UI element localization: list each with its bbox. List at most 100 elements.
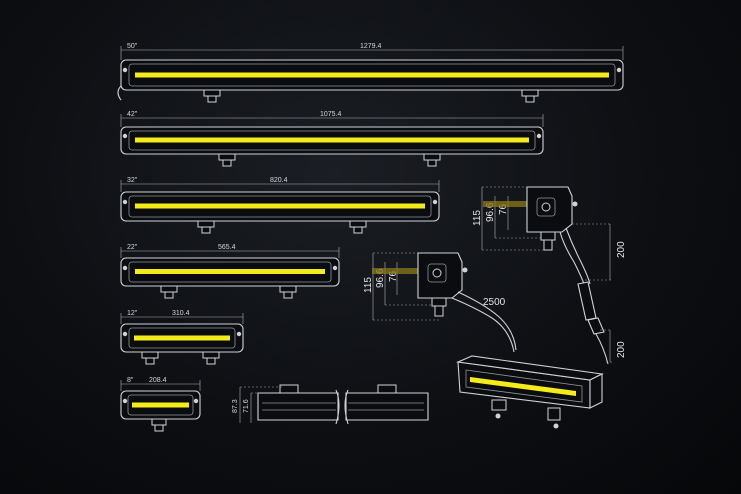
mid-height-label: 96.6 [375,268,386,288]
end-cap-screw [536,133,542,139]
cable [117,85,122,101]
inner-height-label: 76 [498,203,509,215]
perspective-bracket [547,407,561,421]
bar-length-label: 1075.4 [320,111,342,118]
side-bracket [540,231,556,241]
end-cap-screw [122,265,128,271]
bar-size-label: 42" [127,111,138,118]
mount-bracket [423,153,441,161]
mount-bolt [145,357,155,365]
end-cap-screw [432,199,438,205]
mid-height-label: 96.6 [485,202,496,222]
mount-bracket [279,285,297,293]
mount-bracket [202,351,220,359]
cable-length-label: 200 [616,241,627,258]
bar-size-label: 12" [127,310,138,317]
break-marks [335,389,349,425]
light-bar-50: 50" 1279.4 [117,43,624,103]
mount-bolt [222,159,232,167]
end-cap-screw [332,265,338,271]
led-beam-indicator [372,268,418,274]
bar-lens [128,327,236,349]
mount-bracket [197,220,215,228]
end-cap-screw [193,398,199,404]
side-screw [572,201,578,207]
end-cap-screw [122,199,128,205]
side-connector [536,197,556,217]
profile-view: 87.3 71.6 [232,384,429,425]
perspective-view [455,355,604,429]
mount-bracket [349,220,367,228]
side-view-a: 115 96.6 76 200 [472,186,627,285]
side-connector [427,263,447,283]
side-cable [451,291,517,353]
bar-lens [128,130,536,151]
mount-bracket [151,418,167,426]
light-bar-32: 32" 820.4 [120,177,440,234]
mount-bracket [141,351,159,359]
end-cap-screw [122,133,128,139]
side-cable [559,227,591,285]
total-height-label: 115 [472,210,483,226]
bar-size-label: 22" [127,244,138,251]
mount-bolt [154,424,164,432]
mount-bolt [207,95,217,103]
led-strip [135,269,325,274]
side-bracket [431,297,447,307]
perspective-lens [465,369,583,403]
end-cap-screw [616,67,622,73]
inner-height-label: 76 [388,270,399,282]
connector-plug [577,281,597,321]
profile-housing-right [345,392,429,421]
side-port [541,202,551,212]
side-port [432,268,442,278]
led-strip [470,377,576,396]
end-cap-screw [122,331,128,337]
bar-size-label: 8" [127,377,134,384]
light-bar-42: 42" 1075.4 [120,111,544,167]
side-screw [462,267,468,273]
cable-length-label: 2500 [483,297,506,308]
end-cap-screw [122,67,128,73]
led-beam-indicator [483,201,527,207]
led-strip [132,402,189,408]
mount-bolt [164,291,174,299]
perspective-bolt [495,413,501,419]
bar-length-label: 310.4 [172,310,190,317]
bar-lens [127,394,194,416]
led-strip [135,72,609,78]
bar-size-label: 50" [127,43,138,50]
led-strip [135,203,425,209]
mount-bolt [525,95,535,103]
mount-bracket [377,384,397,394]
mount-bolt [206,357,216,365]
bar-length-label: 1279.4 [360,43,382,50]
side-bolt [543,239,553,251]
mount-bracket [203,89,221,97]
end-cap-screw [236,331,242,337]
profile-height-outer: 87.3 [232,399,239,413]
mount-bolt [201,226,211,234]
bar-length-label: 565.4 [218,244,236,251]
mount-bracket [521,89,539,97]
bar-lens [128,261,332,283]
mount-bracket [279,384,299,394]
connector-cable [595,333,609,365]
total-height-label: 115 [363,277,374,293]
mount-bracket [218,153,236,161]
side-view-b: 115 96.6 76 2500 [363,252,517,353]
mount-bolt [283,291,293,299]
mount-bolt [353,226,363,234]
mount-bolt [427,159,437,167]
cable-connector: 200 [577,281,627,365]
end-cap-screw [122,398,128,404]
light-bar-22: 22" 565.4 [120,244,340,299]
side-bolt [434,305,444,317]
light-bar-8: 8" 208.4 [120,377,201,432]
perspective-end [589,373,603,409]
led-strip [135,137,529,143]
bar-lens [128,195,432,218]
mount-bracket [160,285,178,293]
